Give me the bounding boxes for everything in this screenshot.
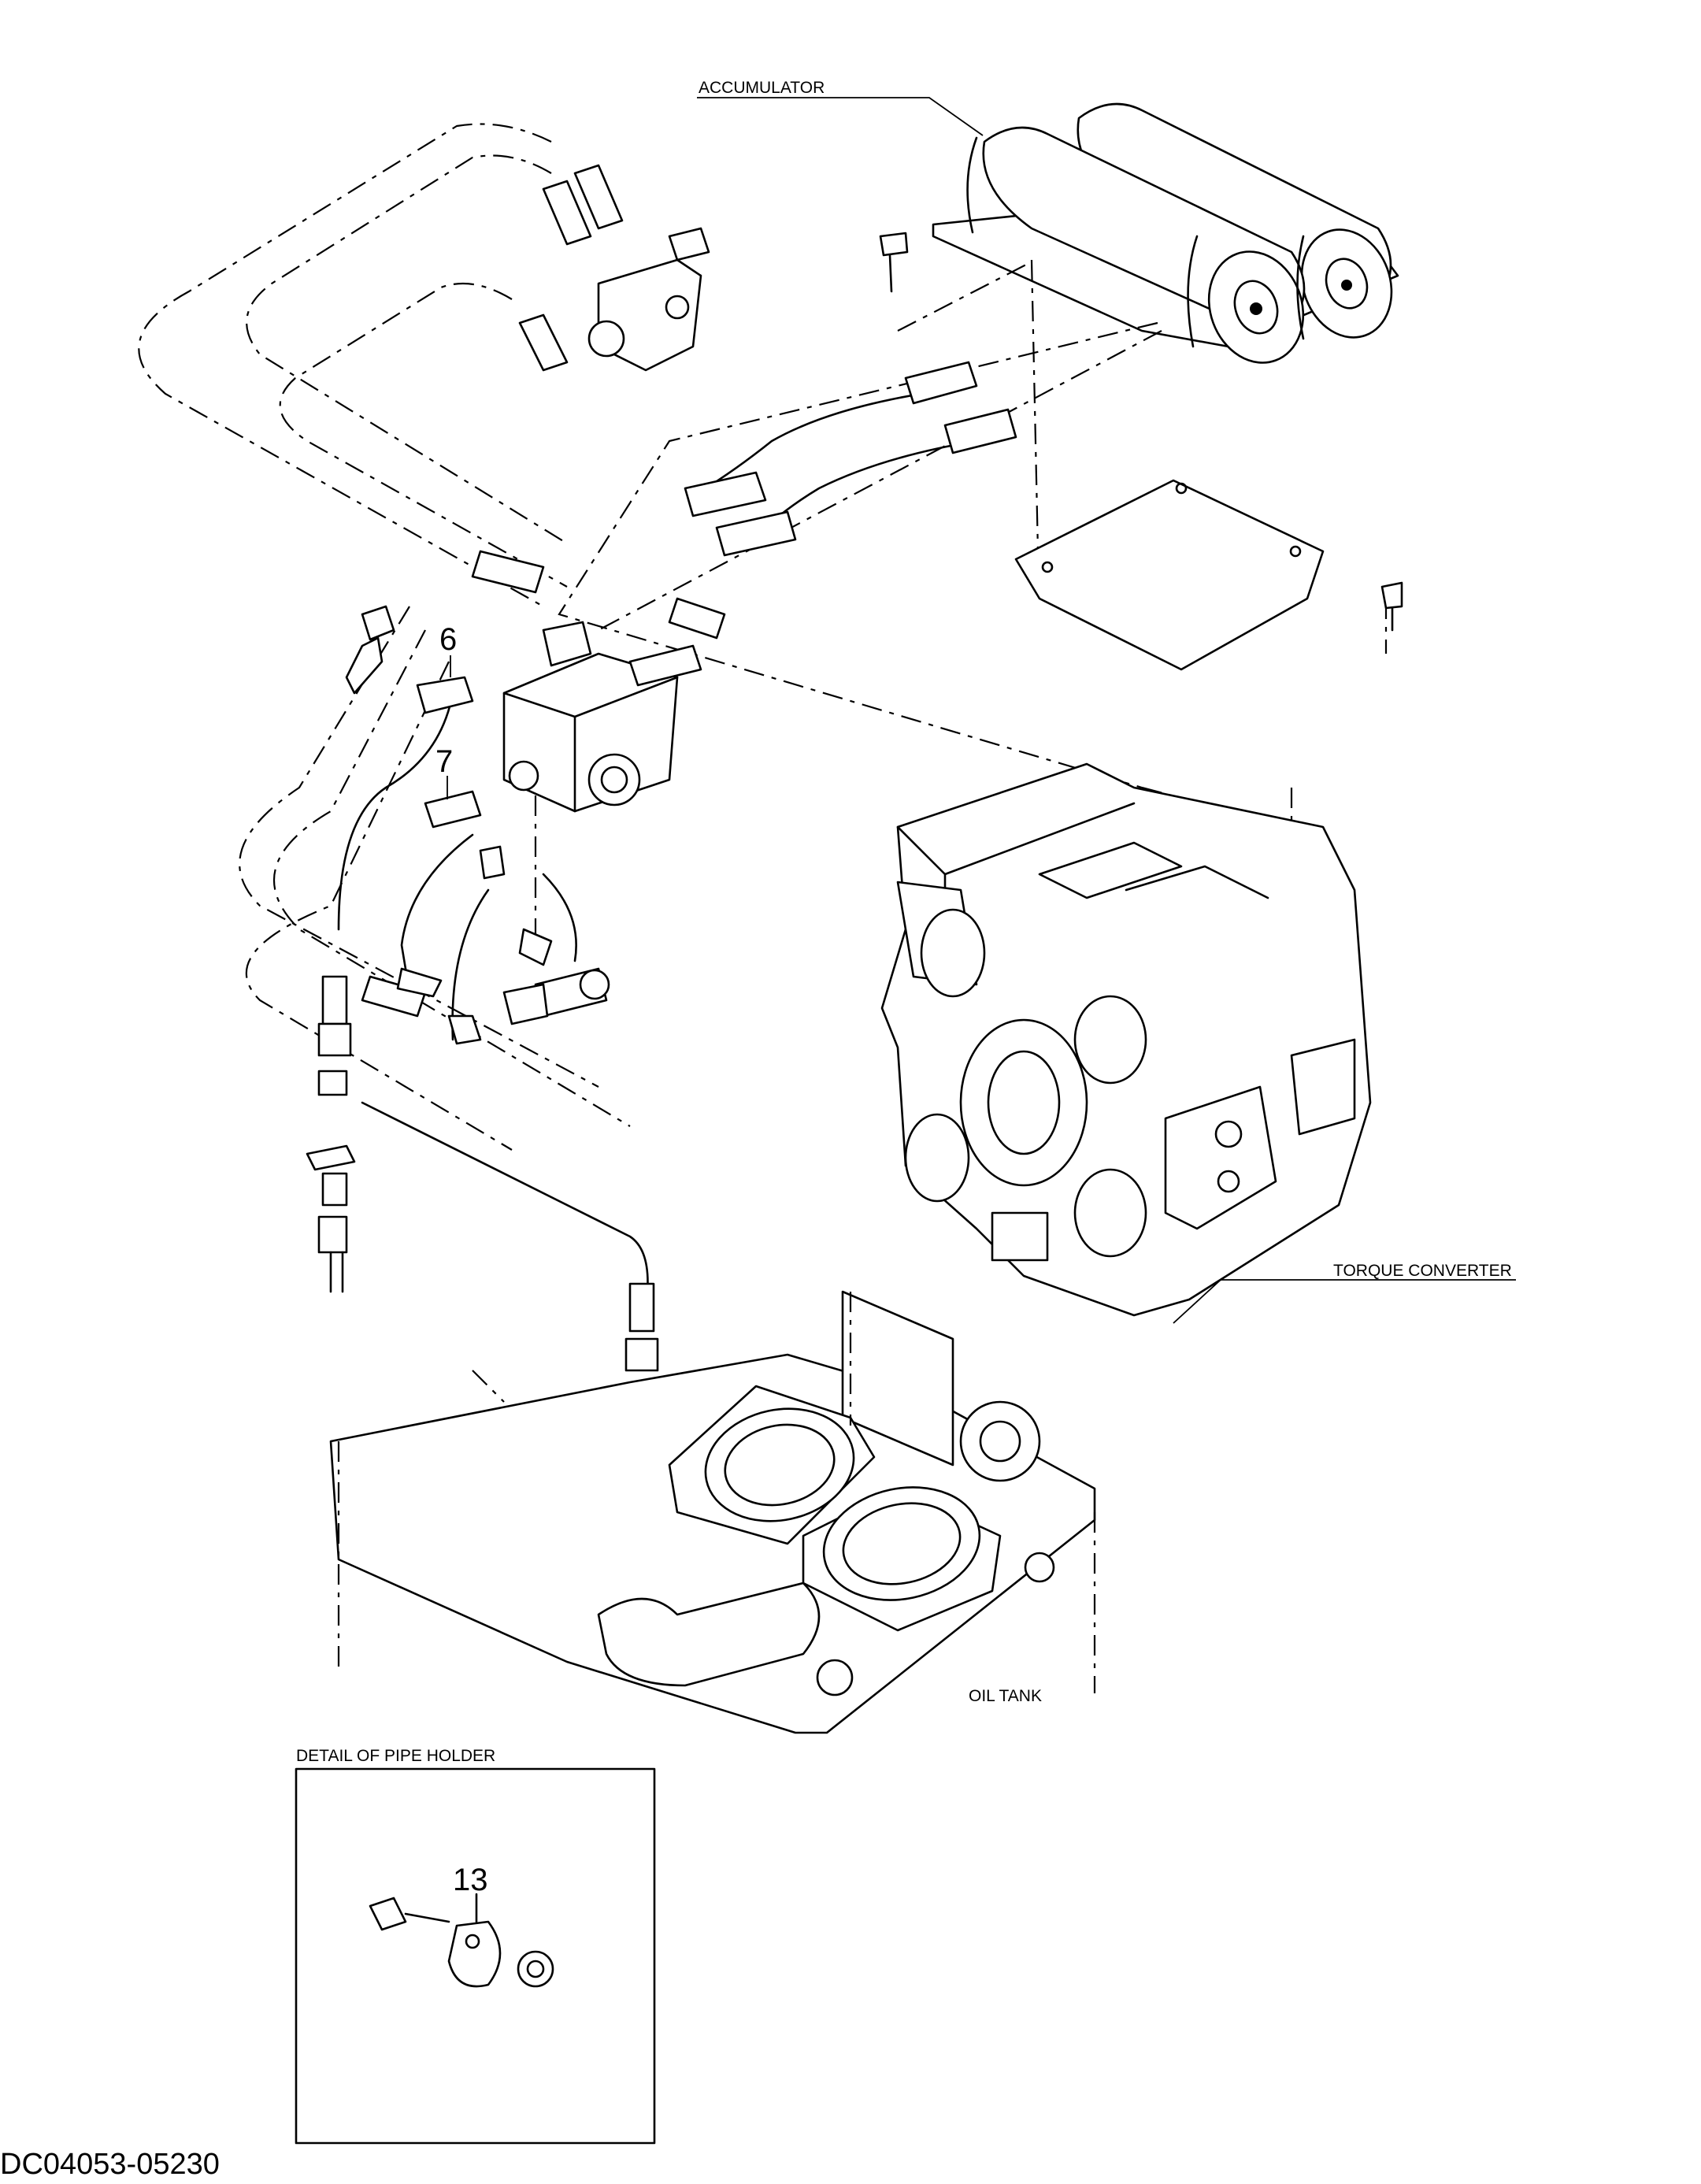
upper-valve-block [518,164,710,372]
hoses [337,392,978,1309]
drawing-code: DC04053-05230 [0,2148,220,2181]
pipe-holder-detail [295,1767,656,2145]
label-detail-pipe-holder: DETAIL OF PIPE HOLDER [296,1747,495,1765]
main-valve-block [502,621,702,1025]
label-torque-converter: TORQUE CONVERTER [1333,1262,1512,1280]
oil-tank [329,1290,1096,1734]
label-accumulator: ACCUMULATOR [699,79,825,97]
cover-plate [1014,479,1403,671]
callout-6: 6 [439,622,457,657]
label-oil-tank: OIL TANK [969,1687,1042,1705]
torque-converter [880,762,1516,1324]
callout-13: 13 [453,1863,488,1897]
callout-7: 7 [435,744,453,779]
accumulator [697,97,1399,552]
fittings [306,361,1017,1372]
